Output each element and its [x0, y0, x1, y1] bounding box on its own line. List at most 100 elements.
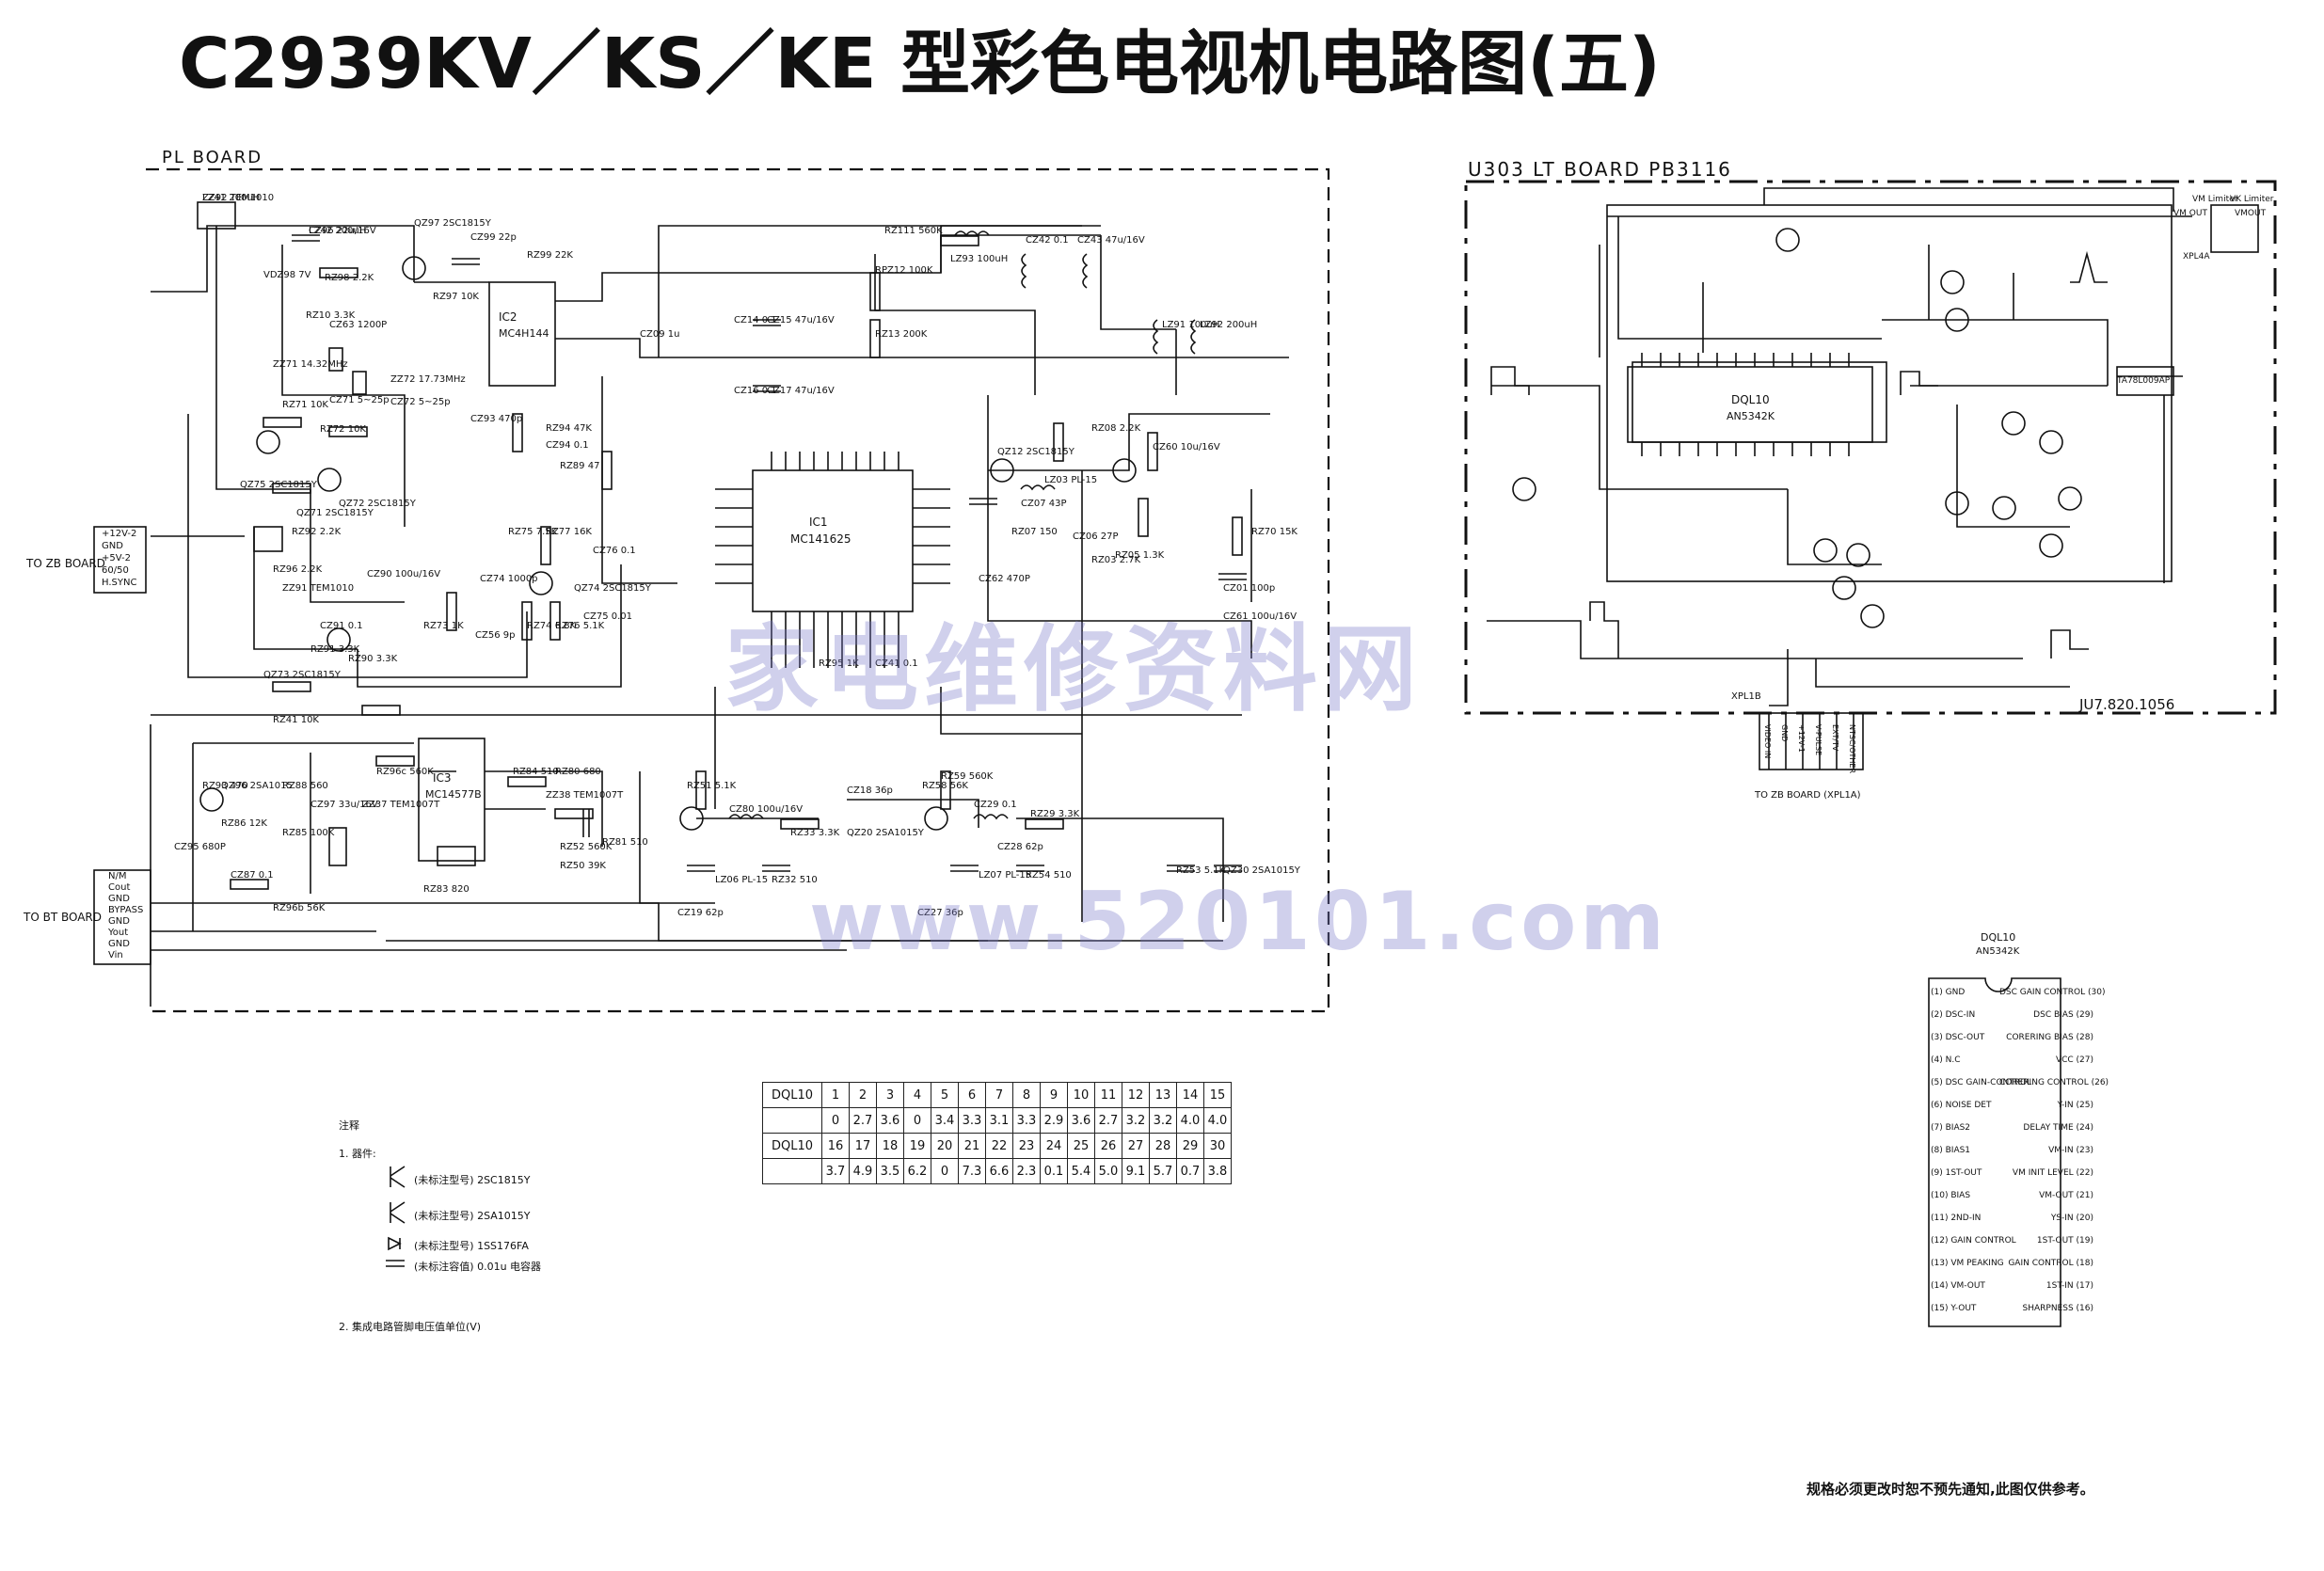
- xpl1b-to-label: TO ZB BOARD (XPL1A): [1755, 790, 1861, 801]
- component-label: LZ07 PL-15: [979, 870, 1032, 881]
- component-label: CZ94 0.1: [546, 440, 589, 451]
- component-label: RZ84 510: [513, 767, 559, 777]
- pinout-title: DQL10: [1981, 931, 2016, 944]
- legend-title: 注释: [339, 1119, 359, 1132]
- legend-cap: (未标注容值) 0.01u 电容器: [414, 1261, 542, 1273]
- component-label: RZ74 6.8K: [527, 621, 577, 631]
- bt-pin-5: GND: [108, 916, 130, 927]
- component-label: CZ15 47u/16V: [767, 315, 835, 325]
- pinout-package: [1928, 977, 2061, 1327]
- component-label: RZ90 3.3K: [348, 654, 398, 664]
- xpl1b-pin: VIDEO IN: [1763, 724, 1772, 759]
- table-cell: 17: [849, 1133, 877, 1159]
- ic1-part: MC141625: [790, 532, 852, 546]
- bt-pin-4: BYPASS: [108, 905, 144, 915]
- pinout-right-pin: DELAY TIME (24): [2023, 1123, 2093, 1133]
- component-label: CZ93 470p: [470, 414, 523, 424]
- component-label: CZ41 0.1: [875, 659, 918, 669]
- component-label: CZ61 100u/16V: [1223, 611, 1297, 622]
- lt-board-outline: [1464, 180, 2277, 715]
- zb-pin-4: 60/50: [102, 565, 129, 576]
- component-label: RZ96 2.2K: [273, 564, 323, 575]
- table-cell: 27: [1122, 1133, 1150, 1159]
- pinout-right-pin: VM-OUT (21): [2039, 1191, 2093, 1200]
- component-label: ZZ92 TEM1010: [202, 193, 275, 203]
- component-label: CZ80 100u/16V: [729, 804, 804, 815]
- component-label: CZ28 62p: [997, 842, 1043, 852]
- component-label: LZ93 100uH: [950, 254, 1009, 264]
- pinout-right-pin: CORERING CONTROL (26): [1999, 1078, 2109, 1087]
- table-cell: 11: [1094, 1082, 1122, 1108]
- component-label: CZ96 22u/16V: [309, 226, 376, 236]
- legend-item2: 2. 集成电路管脚电压值单位(V): [339, 1321, 482, 1333]
- pinout-right-pin: GAIN CONTROL (18): [2008, 1259, 2093, 1268]
- table-cell: 3.2: [1122, 1107, 1150, 1134]
- component-label: RZ97 10K: [433, 292, 479, 302]
- table-cell: 2: [849, 1082, 877, 1108]
- component-label: LZ41 200uH: [202, 193, 261, 203]
- pinout-right-pin: DSC GAIN CONTROL (30): [1999, 988, 2106, 997]
- pinout-left-pin: (3) DSC-OUT: [1931, 1033, 1985, 1042]
- pinout-right-pin: VM-IN (23): [2048, 1146, 2093, 1155]
- table-cell: 2.3: [1012, 1158, 1041, 1184]
- component-label: RZ10 3.3K: [306, 310, 356, 321]
- bt-pin-3: GND: [108, 894, 130, 904]
- component-label: CZ19 62p: [677, 908, 724, 918]
- component-label: QZ97 2SC1815Y: [414, 218, 491, 229]
- component-label: ZZ91 TEM1010: [282, 583, 355, 594]
- table-cell: 5.4: [1067, 1158, 1095, 1184]
- pinout-right-pin: 1ST-IN (17): [2045, 1281, 2093, 1291]
- pinout-right-pin: 1ST-OUT (19): [2036, 1236, 2093, 1246]
- vm-out-label: VM OUT: [2173, 209, 2207, 218]
- component-label: RZ94 47K: [546, 423, 592, 434]
- ic3-part: MC14577B: [425, 788, 482, 801]
- component-label: QZ73 2SC1815Y: [263, 670, 341, 680]
- table-cell: 3.6: [876, 1107, 904, 1134]
- table-cell: 13: [1149, 1082, 1177, 1108]
- component-label: RZ58 56K: [922, 781, 968, 791]
- component-label: QZ71 2SC1815Y: [296, 508, 374, 518]
- table-cell: 0: [903, 1107, 931, 1134]
- legend-pnp: (未标注型号) 2SA1015Y: [414, 1210, 531, 1222]
- table-cell: 2.7: [1094, 1107, 1122, 1134]
- page-title: C2939KV／KS／KE 型彩色电视机电路图(五): [179, 24, 1661, 104]
- component-label: QZ74 2SC1815Y: [574, 583, 651, 594]
- zb-pin-1: +12V-2: [102, 529, 137, 539]
- table-cell: 19: [903, 1133, 931, 1159]
- legend-item1: 1. 器件:: [339, 1148, 376, 1160]
- ic2-body: [488, 281, 556, 387]
- table-cell: 10: [1067, 1082, 1095, 1108]
- table-cell: 0: [931, 1158, 959, 1184]
- component-label: LZ06 PL-15: [715, 875, 769, 885]
- table-cell: 12: [1122, 1082, 1150, 1108]
- component-label: QZ12 2SC1815Y: [997, 447, 1074, 457]
- component-label: RZ85 100K: [282, 828, 335, 838]
- bt-pin-1: N/M: [108, 871, 127, 881]
- table-cell: 6.2: [903, 1158, 931, 1184]
- component-label: CZ18 36p: [847, 786, 893, 796]
- component-label: RZ70 15K: [1251, 527, 1297, 537]
- ic2-part: MC4H144: [499, 327, 549, 340]
- pinout-left-pin: (14) VM-OUT: [1931, 1281, 1985, 1291]
- table-cell: 30: [1203, 1133, 1232, 1159]
- table-cell: 0: [821, 1107, 850, 1134]
- pinout-right-pin: CORERING BIAS (28): [2006, 1033, 2093, 1042]
- component-label: RZ96c 560K: [376, 767, 434, 777]
- table-cell: 5.7: [1149, 1158, 1177, 1184]
- dql10-label: DQL10: [1731, 393, 1770, 406]
- component-label: CZ56 9p: [475, 630, 516, 641]
- component-label: RZ80 680: [555, 767, 601, 777]
- component-label: VDZ98 7V: [263, 270, 311, 280]
- pinout-left-pin: (11) 2ND-IN: [1931, 1214, 1982, 1223]
- component-label: CZ01 100p: [1223, 583, 1276, 594]
- component-label: CZ72 5~25p: [390, 397, 451, 407]
- table-row-label: [762, 1107, 822, 1134]
- ic1-label: IC1: [809, 516, 828, 529]
- component-label: LZ92 200uH: [1200, 320, 1258, 330]
- table-cell: 16: [821, 1133, 850, 1159]
- pinout-left-pin: (13) VM PEAKING: [1931, 1259, 2004, 1268]
